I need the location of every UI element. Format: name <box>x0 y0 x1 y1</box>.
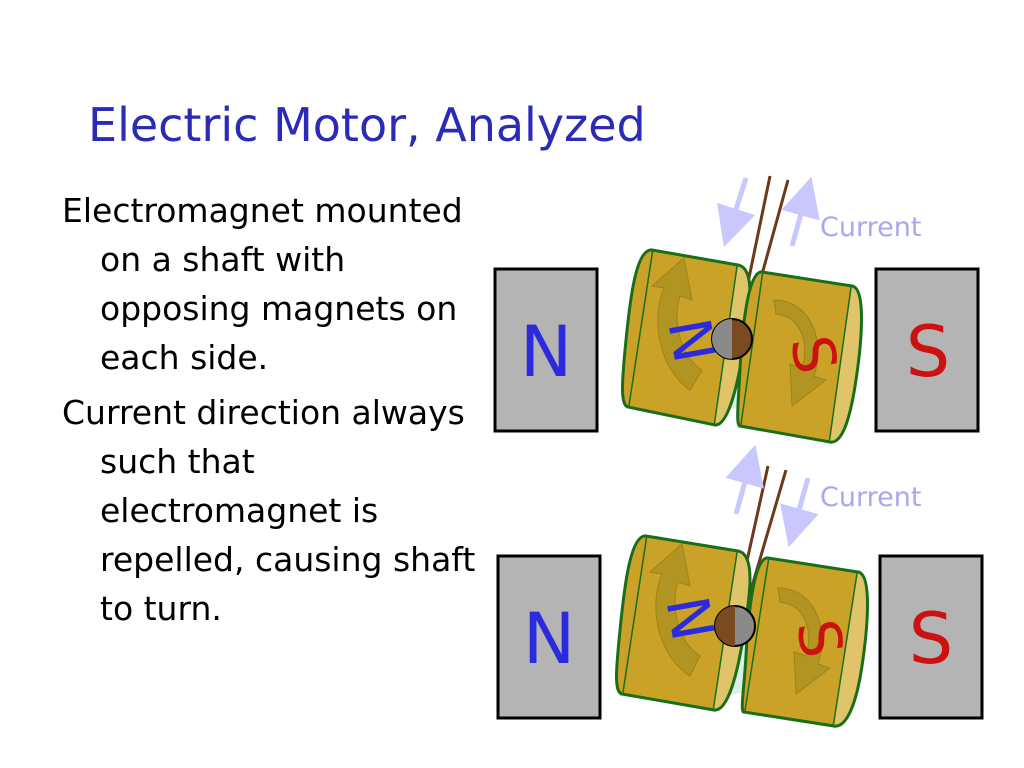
electromagnet-right-coil <box>740 556 869 728</box>
motor-diagram-top: Current N S N S <box>493 175 980 444</box>
rotation-arrow-left <box>650 257 703 391</box>
right-magnet <box>874 267 980 433</box>
current-arrow-up <box>725 444 764 515</box>
rotation-arrow-right <box>773 299 828 407</box>
slide-title: Electric Motor, Analyzed <box>88 98 646 152</box>
current-label: Current <box>820 212 921 243</box>
current-arrow-down <box>717 177 756 248</box>
bullet-electromagnet: Electromagnet mounted on a shaft with op… <box>62 191 463 377</box>
current-arrow-down <box>780 477 819 548</box>
left-magnet <box>496 554 602 720</box>
left-magnet <box>493 267 599 433</box>
left-magnet-label: N <box>520 311 572 393</box>
rotation-arrow-left <box>648 543 701 677</box>
electromagnet-right-coil <box>736 270 863 444</box>
right-magnet-label: S <box>909 598 953 680</box>
current-arrow-up <box>781 176 820 247</box>
bullet-current-direction: Current direction always such that elect… <box>62 393 476 628</box>
right-magnet <box>878 554 984 720</box>
motor-diagram-bottom: Current N S N S <box>496 444 984 728</box>
left-magnet-label: N <box>523 598 575 680</box>
current-label: Current <box>820 482 921 513</box>
right-magnet-label: S <box>906 311 950 393</box>
rotation-arrow-right <box>777 587 832 695</box>
bullet-list: Electromagnet mounted on a shaft with op… <box>62 186 482 639</box>
